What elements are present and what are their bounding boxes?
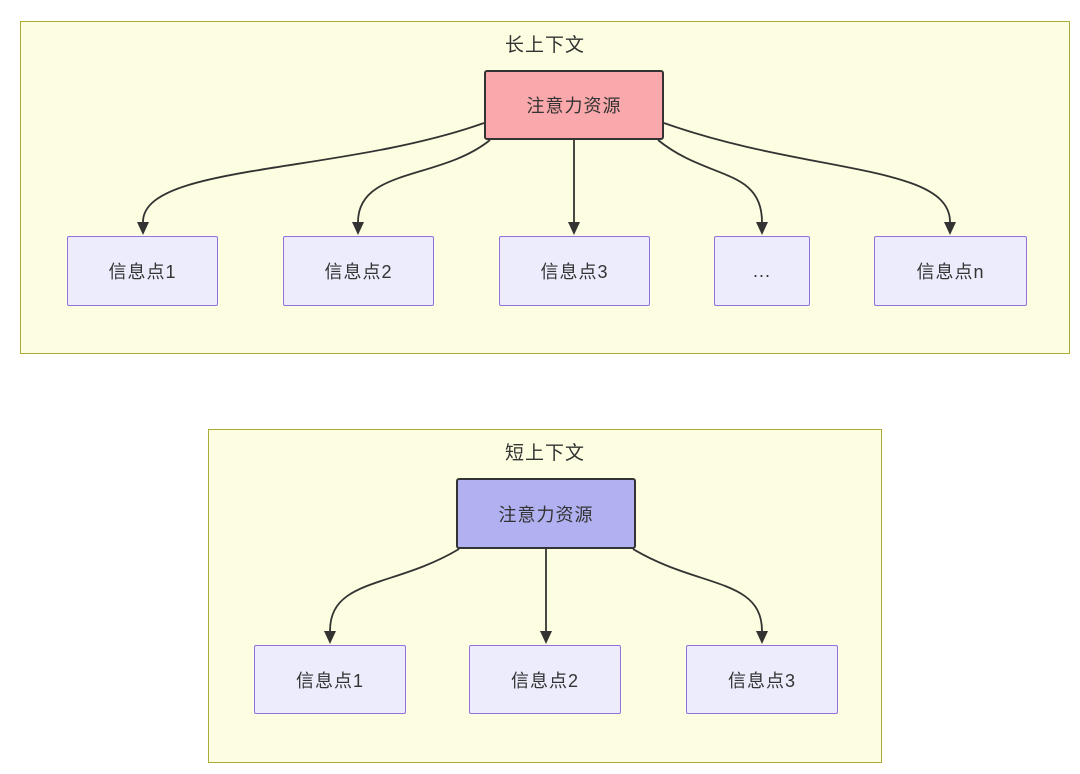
edge-long-arrow-4 (657, 139, 763, 223)
edge-short-arrowhead-3 (756, 631, 768, 644)
short-context-title: 短上下文 (504, 443, 585, 464)
long-context-cluster: 长上下文 注意力资源 信息点1 信息点2 信息点3 ... (20, 21, 1070, 354)
long-info-label-ellipsis: ... (752, 260, 771, 281)
short-info-label-1: 信息点1 (295, 670, 364, 691)
short-attention-resource-node: 注意力资源 (456, 478, 636, 549)
short-attention-resource-label: 注意力资源 (498, 504, 594, 525)
long-info-label-3: 信息点3 (540, 262, 609, 282)
edge-short-arrow-1 (329, 548, 460, 632)
long-info-node-n: 信息点n (874, 236, 1027, 306)
edge-long-arrowhead-2 (352, 222, 364, 235)
short-context-cluster: 短上下文 注意力资源 信息点1 信息点2 信息点3 (208, 429, 882, 763)
edge-long-arrowhead-3 (568, 222, 580, 235)
short-info-node-1: 信息点1 (254, 645, 406, 714)
long-info-node-ellipsis: ... (714, 236, 810, 306)
long-info-label-2: 信息点2 (324, 262, 393, 282)
edge-long-arrowhead-1 (137, 222, 149, 235)
short-info-label-3: 信息点3 (727, 670, 796, 691)
long-info-node-3: 信息点3 (499, 236, 650, 306)
edge-short-arrowhead-2 (540, 631, 552, 644)
edge-long-arrow-2 (357, 139, 491, 223)
edge-long-arrowhead-5 (944, 222, 956, 235)
long-info-label-n: 信息点n (916, 262, 985, 282)
long-info-node-2: 信息点2 (283, 236, 434, 306)
edge-long-arrow-1 (142, 122, 485, 223)
edge-short-arrowhead-1 (324, 631, 336, 644)
short-info-label-2: 信息点2 (510, 670, 579, 691)
long-info-label-1: 信息点1 (108, 262, 177, 282)
short-info-node-2: 信息点2 (469, 645, 621, 714)
short-info-node-3: 信息点3 (686, 645, 838, 714)
edge-long-arrow-5 (663, 122, 951, 223)
edge-short-arrow-3 (632, 548, 763, 632)
long-info-node-1: 信息点1 (67, 236, 218, 306)
long-attention-resource-node: 注意力资源 (484, 70, 664, 140)
edge-long-arrowhead-4 (756, 222, 768, 235)
long-attention-resource-label: 注意力资源 (526, 96, 622, 116)
long-context-title: 长上下文 (504, 35, 585, 56)
